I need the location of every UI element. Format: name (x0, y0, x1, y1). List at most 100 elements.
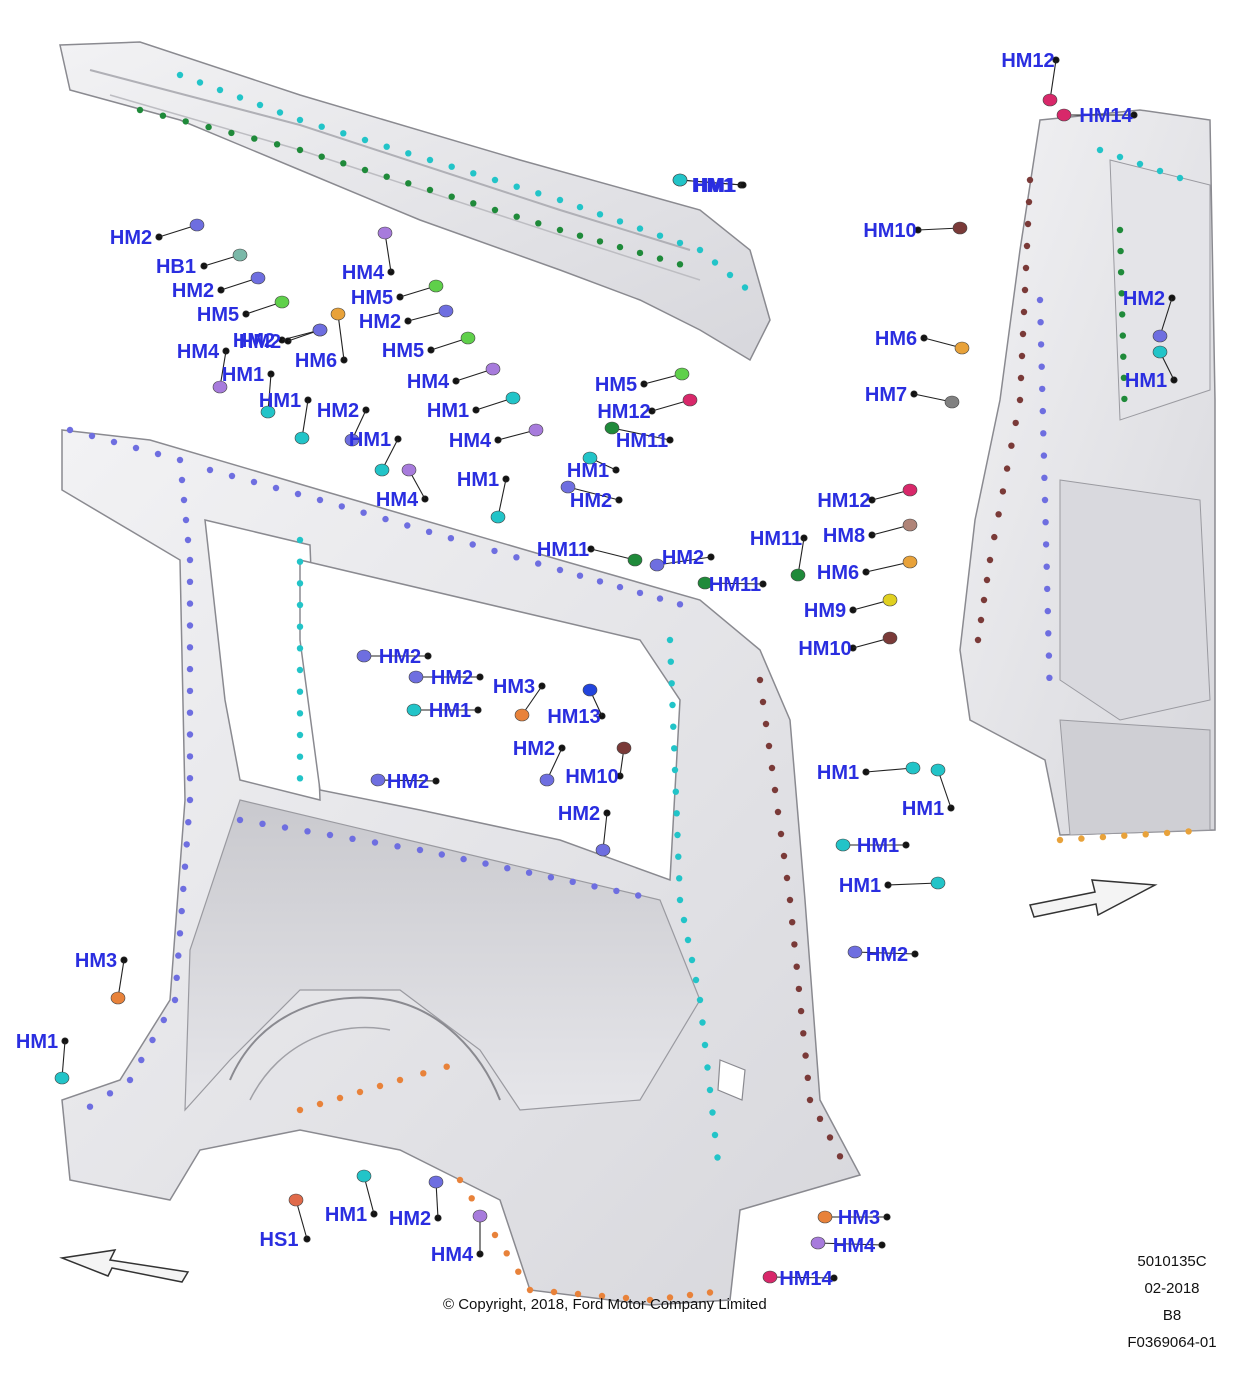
leader-line (590, 548, 636, 561)
fastener-dot (656, 595, 664, 602)
fastener-dot (361, 166, 369, 174)
fastener-dot (180, 496, 188, 504)
leader-lines (54, 56, 1178, 1284)
fastener-dot (176, 930, 184, 937)
fastener-dot (535, 560, 542, 567)
clip-icon (905, 761, 921, 775)
fastener-dot (786, 896, 794, 904)
fastener-dot (616, 218, 624, 225)
fastener-dot (1099, 833, 1107, 841)
leader-line (611, 427, 671, 441)
fastener-dot (294, 490, 302, 498)
fastener-dot (340, 160, 347, 167)
fastener-dot (535, 220, 542, 227)
fastener-dot (186, 556, 194, 564)
clip-icon (944, 395, 960, 409)
fastener-dot (336, 1094, 344, 1102)
fastener-dot (106, 1090, 114, 1097)
clip-icon (902, 483, 918, 497)
fastener-dot (806, 1096, 814, 1104)
fastener-dot (296, 601, 304, 609)
fastener-dot (425, 528, 433, 535)
fastener-dot (673, 810, 680, 817)
callout-hm2: HM2 (1123, 288, 1165, 310)
clip-icon (674, 367, 690, 381)
clip-icon (817, 1210, 833, 1224)
callout-hm11: HM11 (750, 528, 802, 550)
clip-icon (954, 341, 970, 355)
fastener-dot (771, 786, 779, 794)
fastener-dot (416, 846, 424, 854)
fastener-dot (185, 819, 192, 826)
clip-icon (344, 433, 360, 447)
fastener-dot (1096, 146, 1104, 154)
fastener-dot (1121, 395, 1128, 403)
fastener-dot (576, 232, 584, 239)
fastener-dot (1025, 198, 1033, 206)
fastener-dot (183, 841, 190, 848)
fastener-dot (513, 554, 520, 561)
callout-hm1: HM1 (427, 400, 469, 422)
fastener-dot (591, 883, 598, 890)
clip-icon (649, 558, 665, 572)
leader-line (337, 313, 345, 361)
clip-icon (1056, 108, 1072, 122)
fastener-dot (206, 466, 214, 474)
fastener-dot (1036, 296, 1044, 304)
clip-icon (882, 593, 898, 607)
fastener-dot (1021, 286, 1029, 294)
fastener-dot (66, 426, 74, 434)
fastener-dot (686, 1291, 694, 1299)
clip-icon (560, 480, 576, 494)
clip-icon (428, 1175, 444, 1189)
fastener-dot (669, 701, 676, 709)
fastener-dot (110, 438, 118, 446)
clip-icon (930, 876, 946, 890)
clip-icon (672, 173, 688, 187)
fastener-dot (318, 123, 325, 130)
callout-hm10: HM10 (863, 220, 916, 242)
callout-hm6: HM6 (875, 328, 917, 350)
clip-icon (902, 518, 918, 532)
clip-icon (312, 323, 328, 337)
clip-icon (356, 1169, 372, 1183)
leader-line (295, 1199, 308, 1240)
fastener-dot (405, 150, 412, 157)
clip-icon (374, 463, 390, 477)
fastener-dot (1176, 174, 1184, 182)
fastener-dot (173, 974, 180, 981)
fastener-dot (181, 863, 189, 870)
fastener-dot (186, 709, 194, 716)
fastener-dot (186, 775, 194, 782)
callout-hm12: HM12 (817, 490, 870, 512)
fastener-dot (1121, 832, 1128, 839)
fastener-dot (676, 896, 684, 904)
fastener-dot (1045, 652, 1053, 659)
callout-hm2: HM2 (558, 803, 600, 825)
fastener-dot (1026, 176, 1034, 184)
fastener-dot (296, 623, 304, 630)
callout-hm7: HM7 (865, 384, 907, 406)
clip-icon (110, 991, 126, 1005)
rear-quarter-inner-panel (959, 109, 1216, 836)
leader-line (704, 582, 764, 585)
fastener-dot (759, 698, 767, 706)
fastener-dot (132, 444, 140, 452)
clip-icon (514, 708, 530, 722)
fastener-dot (674, 831, 681, 839)
fastener-dot (196, 79, 204, 86)
callout-hm2: HM2 (387, 771, 429, 793)
clip-icon (627, 553, 643, 567)
callout-hm1: HM1 (222, 364, 264, 386)
fastener-dot (688, 956, 696, 964)
fastener-dot (1185, 828, 1192, 835)
copyright-notice: © Copyright, 2018, Ford Motor Company Li… (443, 1296, 767, 1313)
callout-hm3: HM3 (493, 676, 535, 698)
clip-icon (790, 568, 806, 582)
clip-icon (189, 218, 205, 232)
fastener-dot (726, 271, 734, 279)
forward-direction-arrow-right (1029, 879, 1158, 918)
clip-icon (847, 945, 863, 959)
fastener-dot (1019, 330, 1027, 338)
